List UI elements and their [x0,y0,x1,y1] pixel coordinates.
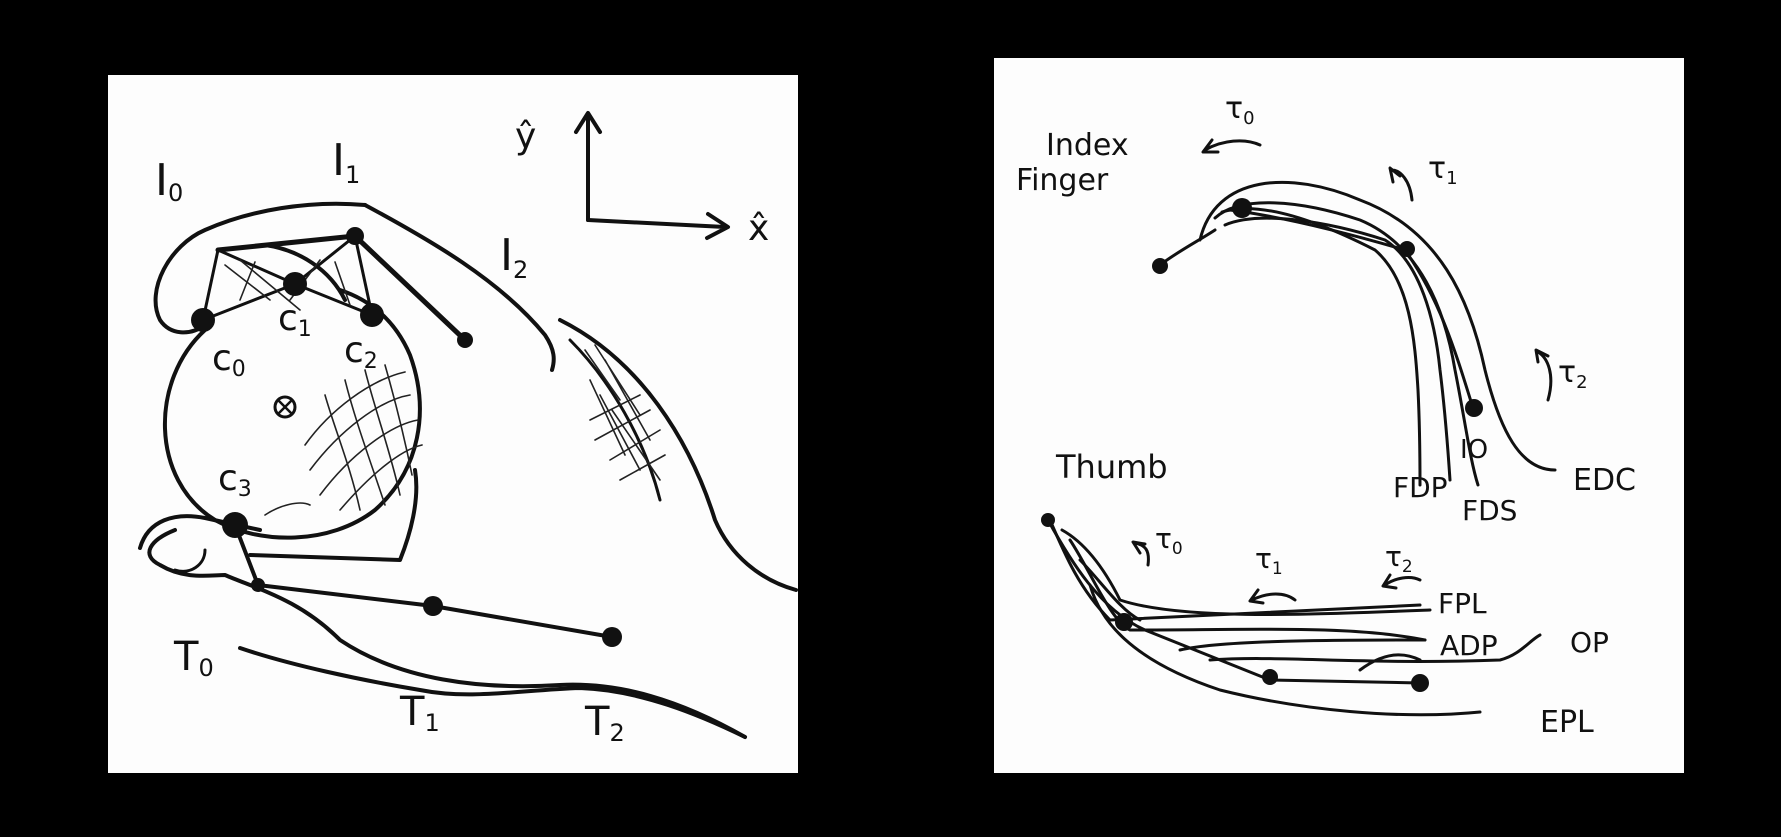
index-title-line2: Finger [1016,163,1109,198]
thumb-cmc-dot [1115,613,1133,631]
tendon-label-op: OP [1570,626,1609,659]
tendon-label-fds: FDS [1462,494,1517,527]
thumb-title: Thumb [1055,448,1168,486]
index-joint-2-dot [457,332,473,348]
index-mcp-dot [1232,198,1252,218]
tendon-label-adp: ADP [1440,629,1498,662]
tendon-label-fpl: FPL [1438,587,1487,620]
index-pip-dot [1399,241,1415,257]
index-title-line1: Index [1046,128,1129,163]
index-marker-io: IO [1460,435,1488,465]
index-joint-1-dot [346,227,364,245]
contact-c1-dot [283,272,307,296]
thumb-tip-dot [1411,674,1429,692]
tendon-label-fdp: FDP [1393,471,1448,504]
contact-c0-dot [191,308,215,332]
thumb-base-dot [1041,513,1055,527]
tendon-label-edc: EDC [1573,463,1636,498]
y-axis-label: ŷ [515,116,536,157]
thumb-mcp-dot [1262,669,1278,685]
contact-c2-dot [360,303,384,327]
thumb-joint-1-dot [423,596,443,616]
tendon-label-epl: EPL [1540,705,1594,740]
left-panel: ŷ x̂ I0 I1 I2 c0 c1 c2 c3 T0 T1 T2 [108,75,798,773]
thumb-joint-2-dot [602,627,622,647]
contact-c3-dot [222,512,248,538]
index-base-dot [1152,258,1168,274]
x-axis-label: x̂ [748,208,769,249]
right-panel: τ0 τ1 τ2 Index Finger FDP FDS EDC IO [994,58,1684,773]
thumb-joint-0-dot [251,578,265,592]
index-tip-dot [1465,399,1483,417]
